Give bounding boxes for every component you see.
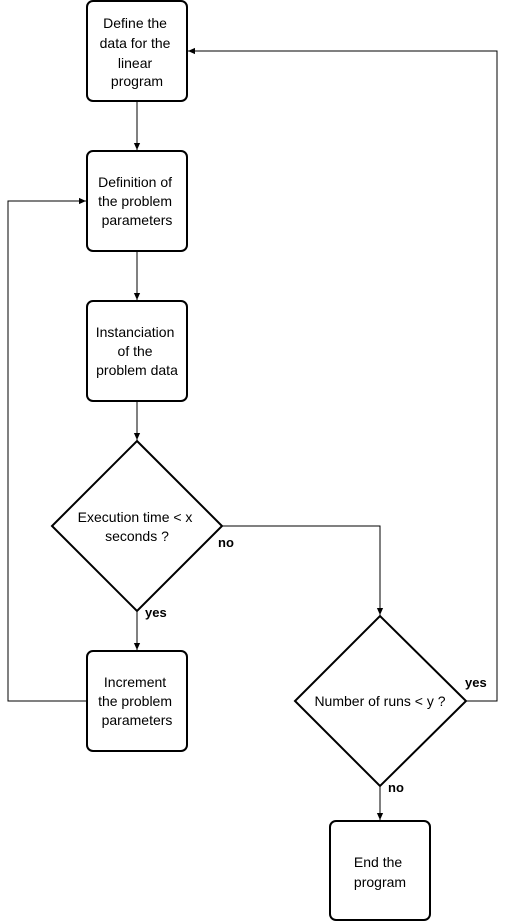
node-end-program: End the program	[329, 820, 431, 921]
edge-runs-yes-to-define	[188, 47, 498, 702]
node-instanciation: Instanciation of the problem data	[86, 300, 188, 402]
node-increment-params-label: Increment the problem parameters	[98, 674, 176, 728]
node-define-data-label: Define the data for the linear program	[100, 15, 175, 89]
edge-exec-no-to-runs-decision	[222, 525, 384, 615]
label-exec-no: no	[218, 535, 234, 550]
node-runs-decision: Number of runs < y ?	[293, 614, 468, 788]
label-exec-yes: yes	[145, 605, 167, 620]
label-runs-yes: yes	[465, 675, 487, 690]
node-runs-decision-label: Number of runs < y ?	[314, 693, 445, 709]
node-definition-params-label: Definition of the problem parameters	[98, 174, 176, 228]
node-instanciation-label: Instanciation of the problem data	[96, 324, 179, 378]
node-definition-params: Definition of the problem parameters	[86, 150, 188, 252]
node-exec-time-decision-label: Execution time < x seconds ?	[78, 509, 197, 544]
node-increment-params: Increment the problem parameters	[86, 650, 188, 752]
node-define-data: Define the data for the linear program	[86, 0, 188, 102]
node-end-program-label: End the program	[354, 854, 406, 890]
edge-increment-loop-to-definition	[7, 197, 87, 702]
label-runs-no: no	[388, 780, 404, 795]
node-exec-time-decision: Execution time < x seconds ?	[50, 439, 224, 613]
